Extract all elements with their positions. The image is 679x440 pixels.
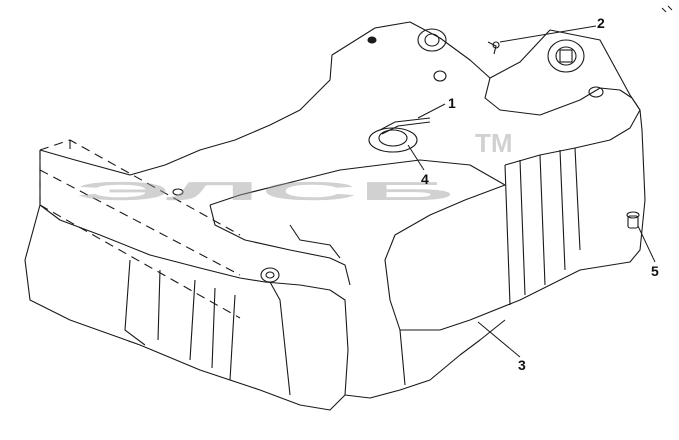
- callout-2: 2: [597, 15, 605, 31]
- callout-labels: 1 2 3 4 5: [421, 15, 659, 373]
- watermark: ЭЛСБ TM: [75, 128, 513, 206]
- cap-part-2: [547, 39, 604, 98]
- section-cut-dashed-outline: [39, 139, 241, 319]
- callout-1: 1: [448, 95, 456, 111]
- corner-mark: [661, 5, 673, 13]
- leader-line-3: [477, 321, 521, 358]
- watermark-trademark: TM: [475, 128, 513, 158]
- watermark-text: ЭЛСБ: [75, 176, 455, 206]
- filler-neck-part: [367, 28, 447, 82]
- callout-5: 5: [651, 263, 659, 279]
- leader-line-1: [417, 103, 446, 119]
- fitting-details: [172, 41, 500, 283]
- leader-line-5: [637, 225, 656, 263]
- leader-line-2: [499, 25, 597, 43]
- sender-unit-part-4: [368, 117, 431, 153]
- callout-3: 3: [518, 357, 526, 373]
- fuel-tank-body: [24, 21, 646, 411]
- callout-4: 4: [421, 171, 429, 187]
- drain-plug-part-5: [626, 211, 640, 229]
- leader-line-4: [407, 144, 425, 171]
- leader-lines: [407, 25, 656, 358]
